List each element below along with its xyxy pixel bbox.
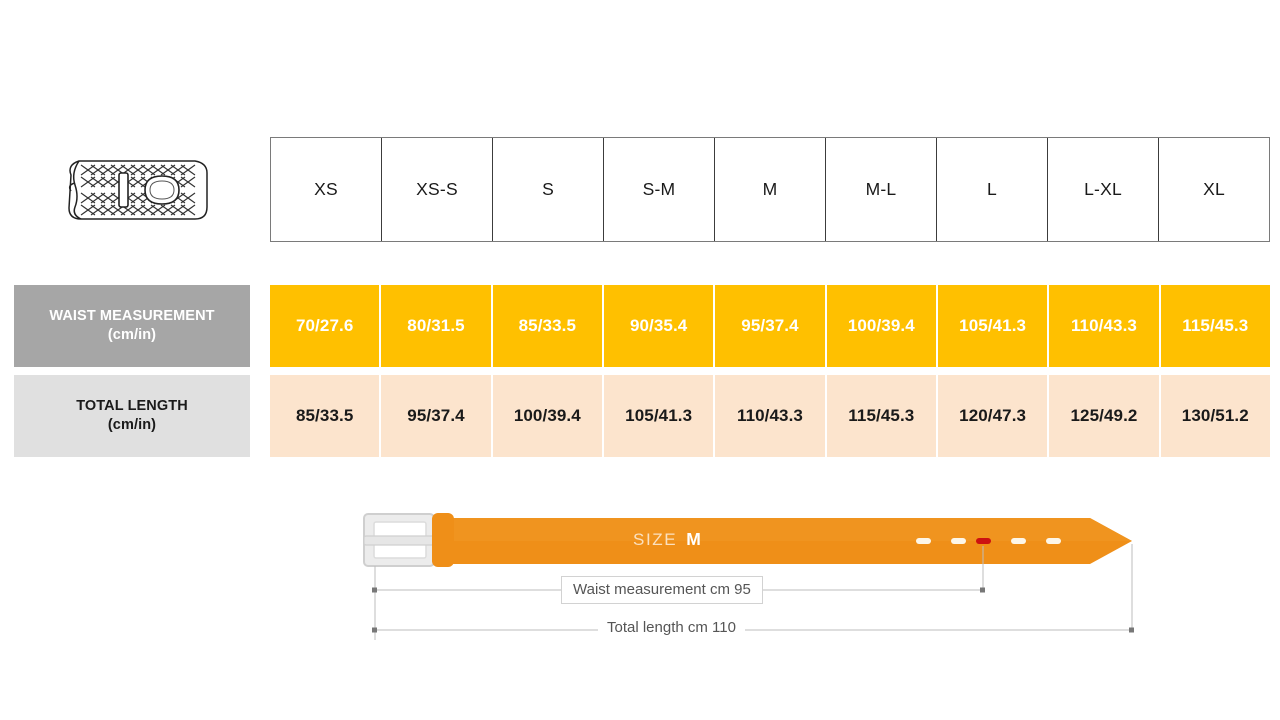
belt-holes [916,538,1061,544]
table-cell: 95/37.4 [381,375,491,457]
belt-measurement-diagram [350,500,1170,660]
table-cell: 90/35.4 [603,285,714,367]
size-header-cell: XS [271,138,382,241]
size-header-cell: M [715,138,826,241]
size-header-cell: S [493,138,604,241]
row-label-total-length: TOTAL LENGTH (cm/in) [14,375,250,457]
size-header-cell: L [937,138,1048,241]
row-label-unit: (cm/in) [107,327,157,343]
table-cell: 95/37.4 [715,285,825,367]
dimension-arrow-markers [372,587,1134,633]
total-length-callout: Total length cm 110 [598,618,745,637]
table-row-total-length: 85/33.5 95/37.4 100/39.4 105/41.3 110/43… [270,375,1270,457]
table-cell: 120/47.3 [937,375,1048,457]
table-cell: 100/39.4 [492,375,602,457]
table-cell: 115/45.3 [1160,285,1270,367]
table-cell: 130/51.2 [1160,375,1270,457]
table-cell: 85/33.5 [492,285,602,367]
row-label-unit: (cm/in) [107,417,157,433]
table-cell: 80/31.5 [381,285,491,367]
braided-belt-icon [55,145,220,235]
row-label-title: WAIST MEASUREMENT [49,307,215,324]
table-cell: 105/41.3 [603,375,714,457]
size-header-cell: L-XL [1048,138,1159,241]
belt-hole-active [976,538,991,544]
row-label-title: TOTAL LENGTH [76,397,188,414]
size-header-table: XS XS-S S S-M M M-L L L-XL XL [270,137,1270,242]
size-header-cell: XS-S [382,138,493,241]
table-cell: 115/45.3 [826,375,936,457]
belt-keeper-loop [432,513,454,567]
size-header-cell: M-L [826,138,937,241]
table-cell: 70/27.6 [270,285,380,367]
table-cell: 105/41.3 [937,285,1048,367]
table-cell: 110/43.3 [715,375,825,457]
waist-measurement-callout: Waist measurement cm 95 [561,576,763,604]
belt-strap [423,518,1132,564]
row-label-waist-measurement: WAIST MEASUREMENT (cm/in) [14,285,250,367]
size-header-cell: XL [1203,179,1225,199]
table-cell: 110/43.3 [1049,285,1159,367]
table-cell: 100/39.4 [826,285,936,367]
table-cell: 125/49.2 [1049,375,1159,457]
size-header-cell: S-M [604,138,715,241]
table-cell: 85/33.5 [270,375,380,457]
belt-buckle [363,513,435,567]
table-row-waist-measurement: 70/27.6 80/31.5 85/33.5 90/35.4 95/37.4 … [270,285,1270,367]
